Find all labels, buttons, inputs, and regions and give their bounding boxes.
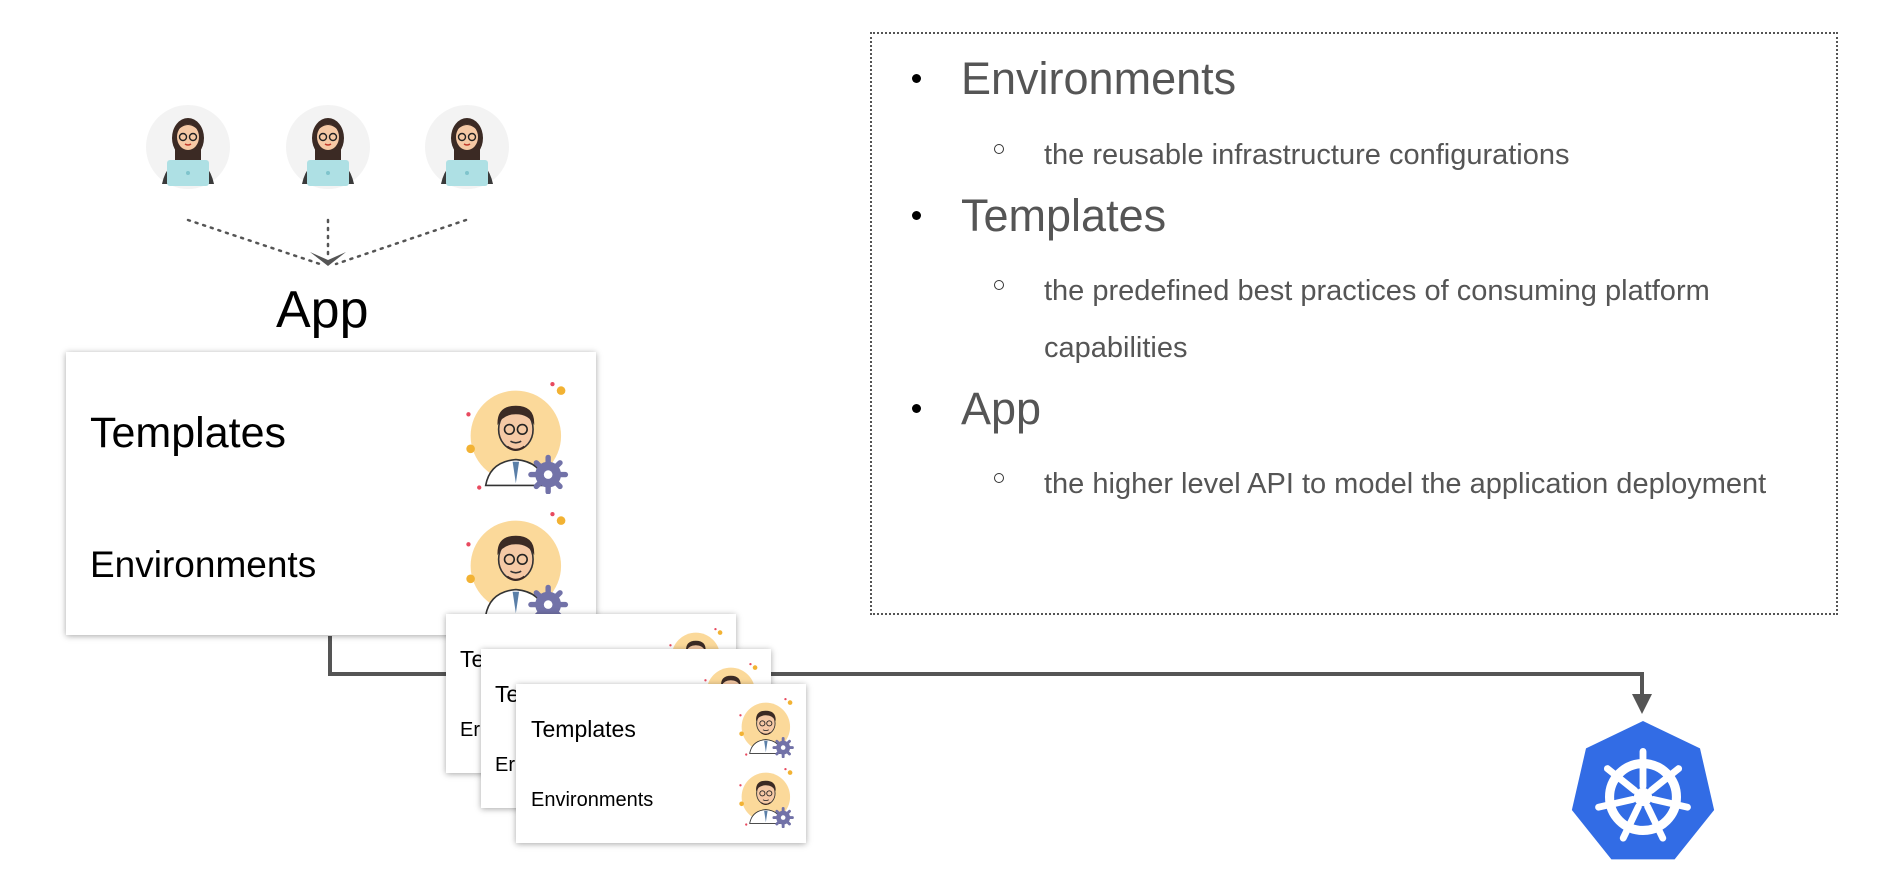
bullet-circle (994, 144, 1004, 154)
definition-term: Environments (912, 56, 1236, 101)
stack-card: Templates Environments (516, 684, 806, 843)
definition-term-text: App (961, 383, 1042, 434)
definition-description-text: the reusable infrastructure configuratio… (1044, 139, 1570, 171)
user-to-app-line-left (186, 218, 322, 266)
card-templates-label: Templates (90, 409, 286, 457)
kubernetes-icon (1567, 718, 1719, 870)
platform-engineer-avatar (738, 698, 796, 758)
bullet-circle (994, 280, 1004, 290)
bullet-dot (912, 74, 921, 83)
card-environments-label: Er (495, 754, 515, 776)
definition-term: App (912, 386, 1041, 431)
card-templates-label: Te (495, 681, 520, 707)
app-title: App (276, 281, 369, 339)
definition-term-text: Environments (961, 53, 1237, 104)
bullet-dot (912, 211, 921, 220)
app-card: Templates Environments (66, 352, 596, 635)
card-templates-label: Te (460, 646, 485, 672)
card-environments-label: Environments (531, 789, 654, 811)
platform-engineer-avatar (464, 512, 572, 624)
app-arrowhead (310, 252, 346, 266)
platform-engineer-avatar (464, 382, 572, 494)
kubernetes-arrowhead (1632, 694, 1652, 714)
user-avatar-left (145, 104, 231, 190)
definition-description-text: the predefined best practices of consumi… (1044, 275, 1710, 364)
deploy-connector-line (328, 636, 1644, 700)
user-to-app-line-right (334, 218, 468, 266)
definition-description-text: the higher level API to model the applic… (1044, 468, 1767, 500)
card-templates-label: Templates (531, 716, 636, 742)
card-environments-label: Er (460, 719, 480, 741)
definition-term: Templates (912, 193, 1166, 238)
card-environments-label: Environments (90, 544, 317, 585)
definitions-box: Environments the reusable infrastructure… (870, 32, 1838, 615)
bullet-dot (912, 404, 921, 413)
bullet-circle (994, 473, 1004, 483)
definition-term-text: Templates (961, 190, 1167, 241)
user-avatar-right (424, 104, 510, 190)
user-avatar-center (285, 104, 371, 190)
platform-engineer-avatar (738, 768, 796, 828)
